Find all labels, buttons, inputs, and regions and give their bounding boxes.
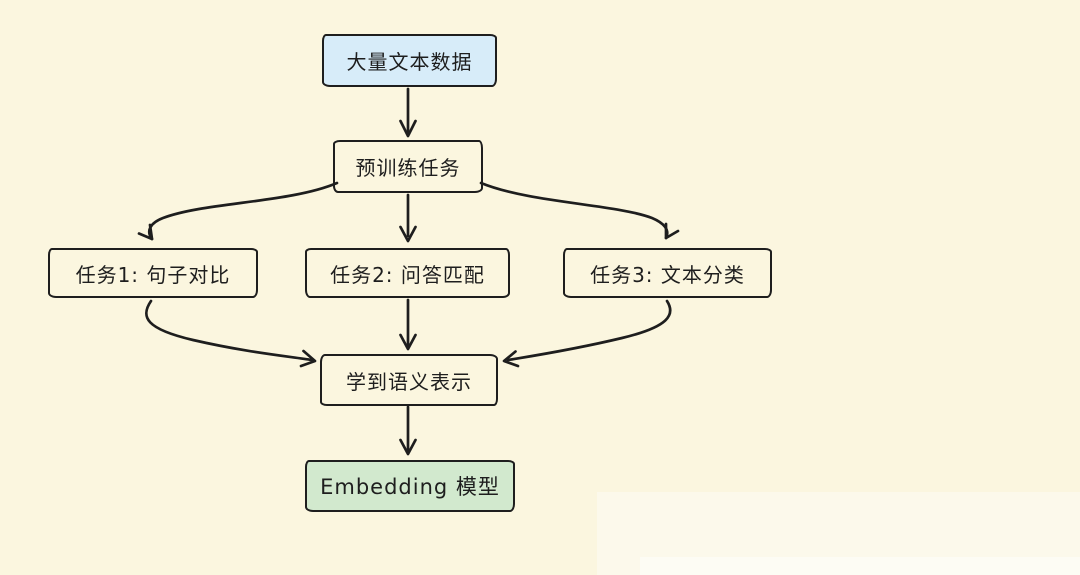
arrow-pretrain-to-task1 (137, 181, 339, 241)
node-pretrain-tasks: 预训练任务 (333, 140, 483, 193)
node-embedding-model: Embedding 模型 (305, 460, 515, 512)
arrow-task1-to-semantic (144, 299, 317, 368)
node-task1-sentence-contrast: 任务1: 句子对比 (48, 248, 258, 298)
background-light-patch (597, 492, 1080, 575)
node-pretrain-tasks-label: 预训练任务 (355, 156, 461, 180)
node-large-text-data: 大量文本数据 (322, 34, 497, 87)
node-task2-qa-matching: 任务2: 问答匹配 (305, 248, 510, 298)
node-task1-label: 任务1: 句子对比 (75, 262, 231, 287)
node-task3-text-classification: 任务3: 文本分类 (563, 248, 772, 298)
node-task3-label: 任务3: 文本分类 (590, 262, 745, 287)
node-semantic-representation: 学到语义表示 (320, 354, 498, 406)
arrow-pretrain-to-task3 (479, 181, 680, 240)
node-semantic-label: 学到语义表示 (346, 369, 472, 394)
arrow-task3-to-semantic (502, 299, 672, 368)
arrow-data-to-pretrain (399, 87, 417, 138)
background-light-strip (640, 557, 1080, 575)
arrow-task2-to-semantic (399, 298, 417, 351)
node-embedding-label: Embedding 模型 (320, 475, 500, 499)
node-large-text-data-label: 大量文本数据 (346, 50, 473, 74)
arrow-pretrain-to-task2 (399, 193, 417, 243)
arrow-semantic-to-embedding (399, 405, 417, 456)
node-task2-label: 任务2: 问答匹配 (330, 262, 485, 287)
